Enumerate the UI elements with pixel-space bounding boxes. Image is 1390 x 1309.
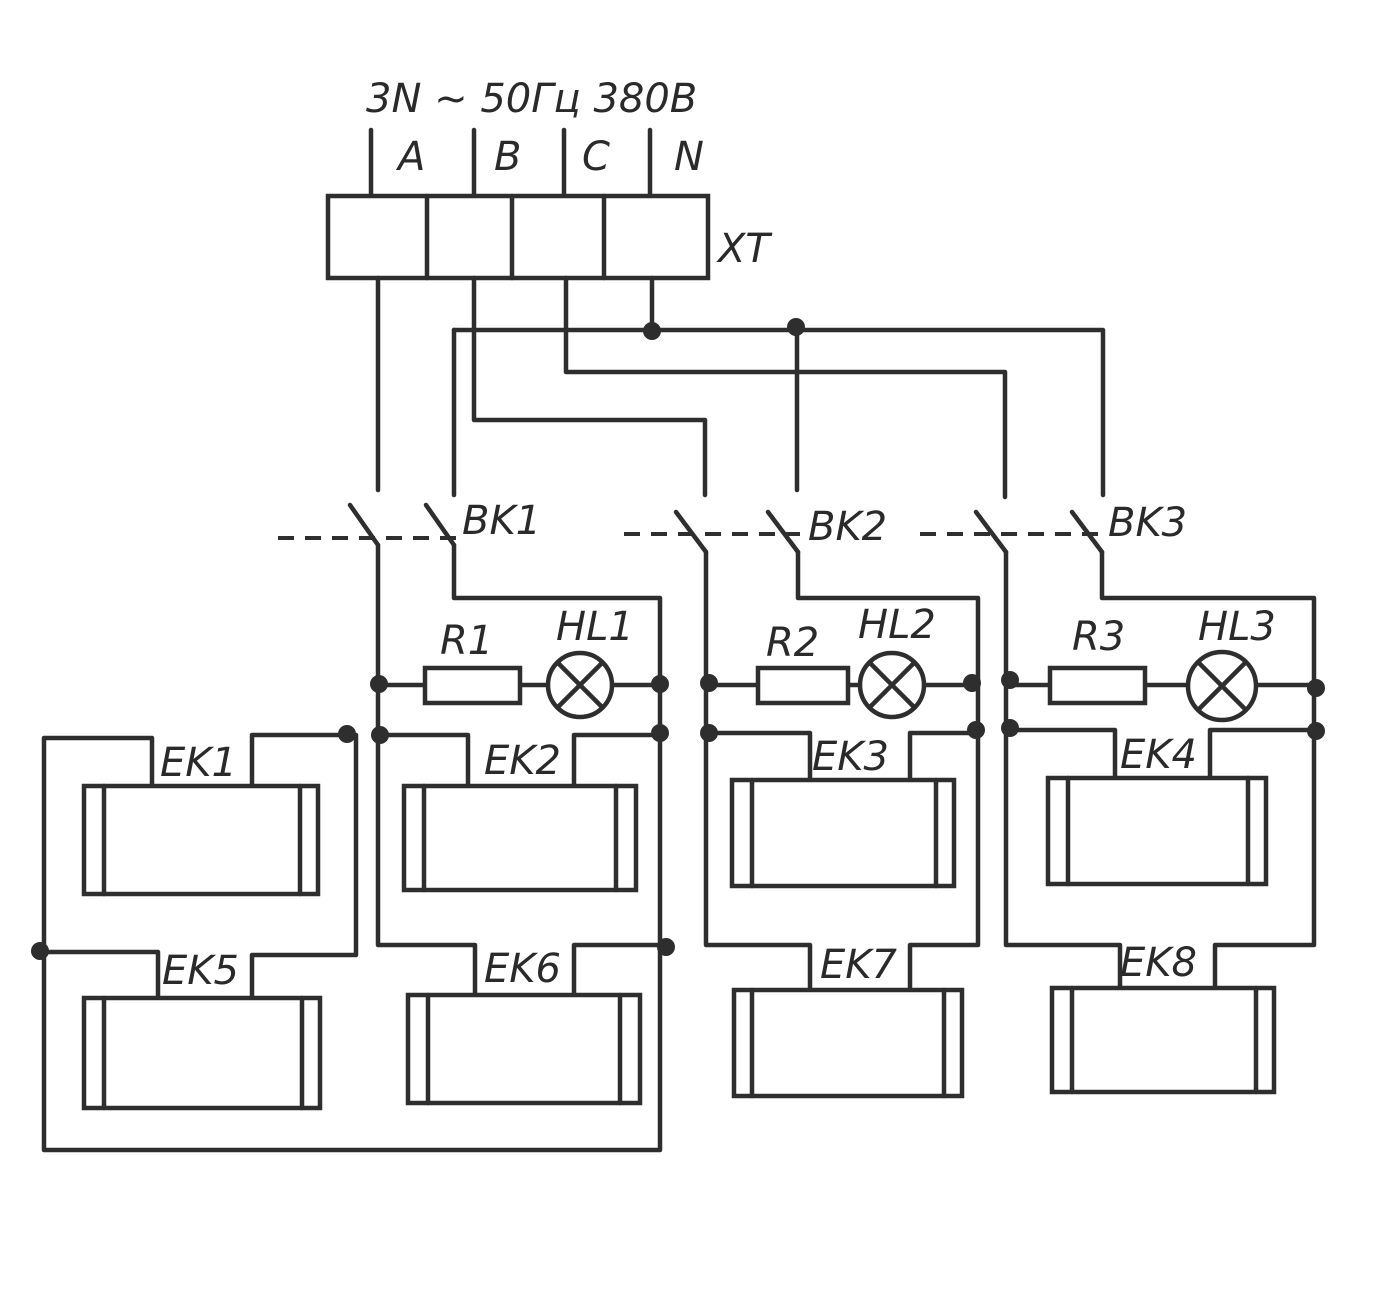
junction	[371, 726, 389, 744]
switch-bk3-label: BK3	[1108, 500, 1187, 546]
phase-n-label: N	[674, 134, 704, 180]
heater-ek5	[81, 995, 323, 1111]
heater-ek3	[729, 777, 957, 889]
resistor-r1-label: R1	[440, 618, 493, 664]
junction	[338, 725, 356, 743]
heater-ek7-label: EK7	[820, 942, 898, 988]
phase-b-label: B	[494, 134, 521, 180]
junction	[1001, 671, 1019, 689]
terminal-block-label: XT	[716, 226, 773, 272]
lamp-hl1-label: HL1	[556, 604, 634, 650]
junction	[1307, 679, 1325, 697]
heater-ek1	[81, 783, 321, 897]
heater-ek7	[731, 987, 965, 1099]
resistor-r2	[755, 665, 851, 706]
heater-ek3-label: EK3	[812, 734, 889, 780]
junction	[1001, 719, 1019, 737]
phase-c-wire	[563, 275, 1008, 500]
phase-b-wire	[471, 275, 708, 498]
neutral-junction	[643, 322, 661, 340]
lamp-hl3	[1185, 649, 1259, 723]
switch-bk1-label: BK1	[462, 498, 541, 544]
switch-bk3	[920, 509, 1105, 555]
junction	[31, 942, 49, 960]
phase-c-label: C	[582, 134, 610, 180]
lamp-hl1	[545, 650, 615, 720]
phase-a-label: A	[395, 134, 425, 180]
group3-wiring	[1003, 549, 1317, 993]
heater-ek4	[1045, 775, 1269, 887]
neutral-bus	[451, 275, 1106, 498]
heater-ek2	[401, 783, 639, 893]
junction	[1307, 722, 1325, 740]
junction	[700, 724, 718, 742]
junction	[657, 938, 675, 956]
terminal-block	[325, 193, 711, 281]
heater-ek4-label: EK4	[1120, 732, 1197, 778]
lamp-hl3-label: HL3	[1198, 604, 1276, 650]
junction	[967, 721, 985, 739]
heater-ek6-label: EK6	[484, 946, 561, 992]
lamp-hl2-label: HL2	[858, 602, 936, 648]
resistor-r3	[1047, 665, 1148, 706]
junction	[651, 724, 669, 742]
heater-ek1-label: EK1	[160, 740, 237, 786]
supply-leads	[368, 127, 653, 199]
switch-bk1	[278, 502, 458, 548]
switch-bk2-label: BK2	[808, 504, 887, 550]
junction	[963, 674, 981, 692]
heater-ek5-label: EK5	[162, 948, 239, 994]
neutral-junction	[787, 318, 805, 336]
heater-ek2-label: EK2	[484, 738, 561, 784]
heater-ek8	[1049, 985, 1277, 1095]
switch-bk2	[624, 509, 801, 555]
junction	[370, 675, 388, 693]
lamp-hl2	[857, 650, 927, 720]
junction	[651, 675, 669, 693]
group2-wiring	[703, 549, 981, 993]
supply-label: 3N ~ 50Гц 380В	[366, 76, 697, 122]
resistor-r1	[422, 665, 523, 706]
resistor-r2-label: R2	[766, 620, 819, 666]
resistor-r3-label: R3	[1072, 614, 1125, 660]
heater-ek6	[405, 992, 643, 1106]
heater-ek8-label: EK8	[1120, 940, 1197, 986]
junction	[700, 674, 718, 692]
